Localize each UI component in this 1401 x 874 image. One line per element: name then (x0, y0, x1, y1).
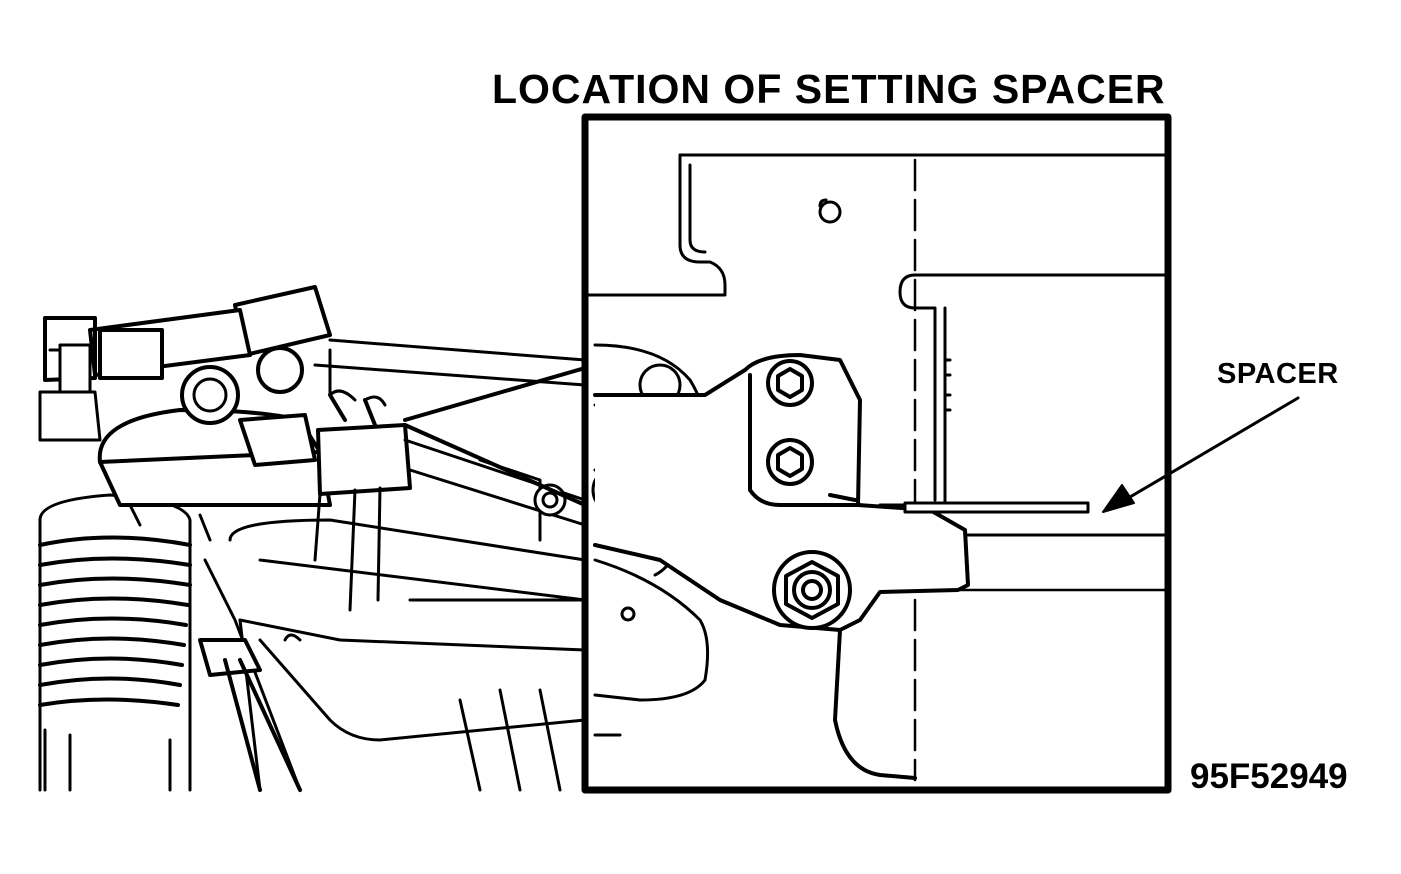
diagram-title: LOCATION OF SETTING SPACER (492, 66, 1166, 112)
spacer-callout-label: SPACER (1217, 358, 1339, 390)
detail-inset (585, 117, 1168, 790)
overview-illustration (40, 287, 585, 790)
arrow-icon (1103, 398, 1298, 512)
zoom-lines (405, 368, 585, 505)
pulley (40, 495, 190, 790)
tensioner-bracket (40, 287, 410, 610)
engine-frame (205, 340, 585, 790)
figure-code: 95F52949 (1190, 757, 1348, 796)
setting-spacer (880, 503, 1088, 512)
connecting-rod (200, 640, 300, 790)
